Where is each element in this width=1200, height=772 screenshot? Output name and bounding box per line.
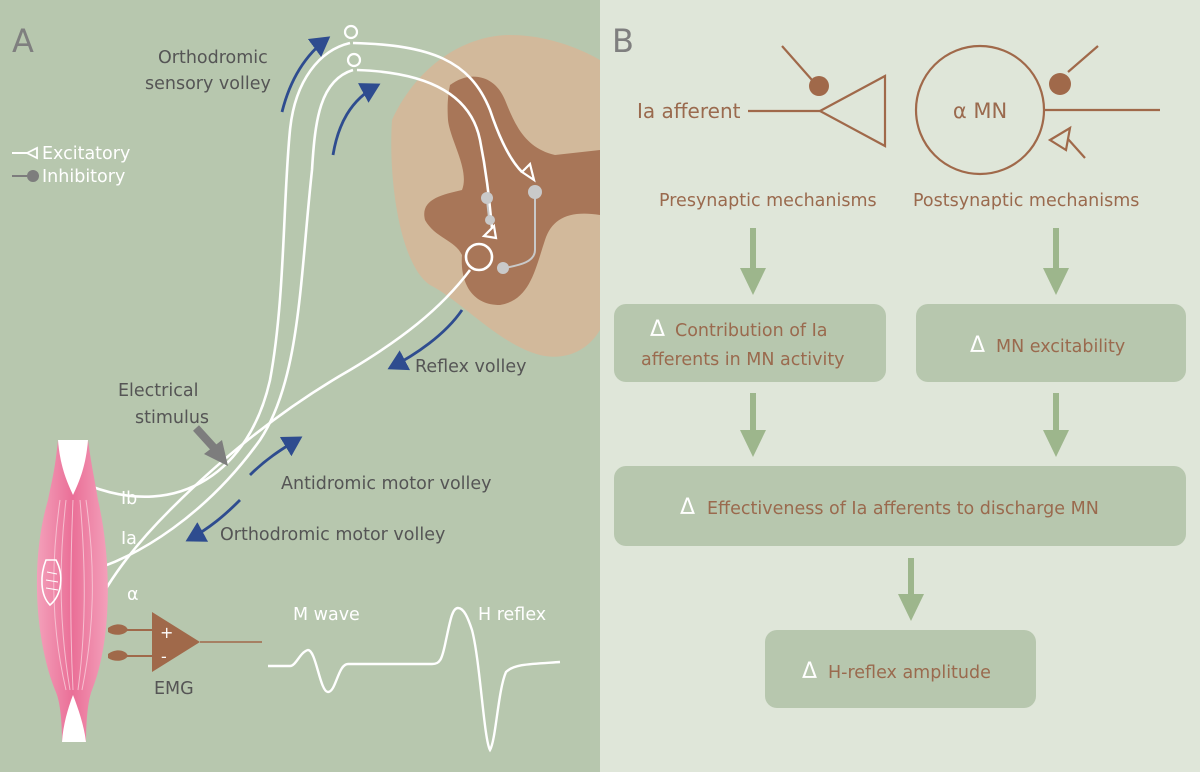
emg-electrode-1 xyxy=(108,624,128,635)
sensory-volley-label-1: Orthodromic xyxy=(158,48,268,68)
box-contribution xyxy=(614,304,886,382)
sensory-volley-label-2: sensory volley xyxy=(145,74,271,94)
stimulus-arrow xyxy=(193,425,228,466)
arrow-post-2 xyxy=(1043,393,1069,457)
delta-symbol-1: Δ xyxy=(650,317,665,342)
ia-afferent-fiber xyxy=(74,68,354,577)
m-wave-label: M wave xyxy=(293,605,360,625)
postsynaptic-inhibitory-synapse xyxy=(1049,73,1071,95)
legend-inhibitory-label: Inhibitory xyxy=(42,167,125,187)
antidromic-volley-arrow xyxy=(249,436,303,476)
arrow-post-1 xyxy=(1043,228,1069,295)
delta-symbol-3: Δ xyxy=(680,495,695,520)
emg-minus-label: - xyxy=(161,647,167,666)
postsynaptic-schematic xyxy=(914,44,1160,176)
panel-a-letter: A xyxy=(12,22,34,60)
emg-label: EMG xyxy=(154,679,194,699)
postsynaptic-label: Postsynaptic mechanisms xyxy=(913,191,1139,211)
emg-electrode-2 xyxy=(108,650,128,661)
excitatory-symbol xyxy=(24,146,38,160)
stimulus-label-2: stimulus xyxy=(135,408,209,428)
alpha-motoneuron xyxy=(464,242,494,272)
box-effectiveness xyxy=(614,466,1186,546)
box-contribution-line-2: afferents in MN activity xyxy=(641,350,845,370)
muscle-tendon-top xyxy=(58,440,88,495)
excitatory-synapse-1 xyxy=(520,161,536,183)
fiber-paths xyxy=(74,41,523,641)
interneuron-2 xyxy=(528,185,542,199)
flow-arrows xyxy=(740,228,1069,621)
stimulus-label-1: Electrical xyxy=(118,381,198,401)
legend xyxy=(12,146,39,182)
delta-symbol-4: Δ xyxy=(802,659,817,684)
alpha-motor-fiber xyxy=(78,269,472,641)
box-amplitude-label: H-reflex amplitude xyxy=(828,663,991,683)
sensory-volley-arrow-2 xyxy=(331,83,381,156)
ia-terminal xyxy=(817,74,887,148)
box-excitability-label: MN excitability xyxy=(996,337,1125,357)
orthodromic-motor-arrow xyxy=(185,499,241,542)
muscle-belly xyxy=(36,440,108,742)
excitatory-synapse-2 xyxy=(481,223,498,240)
muscle-tendon-bottom xyxy=(62,695,86,742)
reflex-volley-label: Reflex volley xyxy=(415,357,526,377)
emg-amplifier xyxy=(152,612,200,672)
h-reflex-label: H reflex xyxy=(478,605,546,625)
orthodromic-motor-label: Orthodromic motor volley xyxy=(220,525,445,545)
presynaptic-schematic xyxy=(748,45,887,148)
arrow-pre-1 xyxy=(740,228,766,295)
arrow-pre-2 xyxy=(740,393,766,457)
ia-central-branch xyxy=(356,68,494,229)
alpha-mn-label: α MN xyxy=(953,99,1007,123)
interneurons xyxy=(481,185,542,274)
interneuron-1 xyxy=(481,192,493,204)
inhibitory-symbol xyxy=(27,170,39,182)
presynaptic-label: Presynaptic mechanisms xyxy=(659,191,877,211)
muscle xyxy=(36,440,108,742)
ia-afferent-label: Ia afferent xyxy=(637,99,741,123)
volley-arrows xyxy=(185,36,464,542)
ia-ganglion-cell xyxy=(346,52,362,68)
delta-symbol-2: Δ xyxy=(970,333,985,358)
legend-excitatory-label: Excitatory xyxy=(42,144,130,164)
box-amplitude xyxy=(765,630,1036,708)
box-contribution-line-1: Contribution of Ia xyxy=(675,321,828,341)
fiber-ib-label: Ib xyxy=(121,489,137,509)
muscle-spindle xyxy=(41,559,62,607)
antidromic-volley-label: Antidromic motor volley xyxy=(281,474,492,494)
fiber-alpha-label: α xyxy=(127,585,139,605)
emg-recording xyxy=(108,612,262,672)
emg-trace xyxy=(268,606,561,753)
box-excitability xyxy=(916,304,1186,382)
panel-b-letter: B xyxy=(612,22,634,60)
presynaptic-inhibitory-synapse xyxy=(809,76,829,96)
reflex-volley-arrow xyxy=(387,309,464,371)
arrow-final xyxy=(898,558,924,621)
box-effectiveness-label: Effectiveness of Ia afferents to dischar… xyxy=(707,499,1099,519)
sensory-volley-arrow-1 xyxy=(280,36,331,113)
ib-central-branch xyxy=(352,41,523,173)
emg-plus-label: + xyxy=(160,623,173,642)
fiber-ia-label: Ia xyxy=(121,529,137,549)
ib-ganglion-cell xyxy=(343,24,359,40)
